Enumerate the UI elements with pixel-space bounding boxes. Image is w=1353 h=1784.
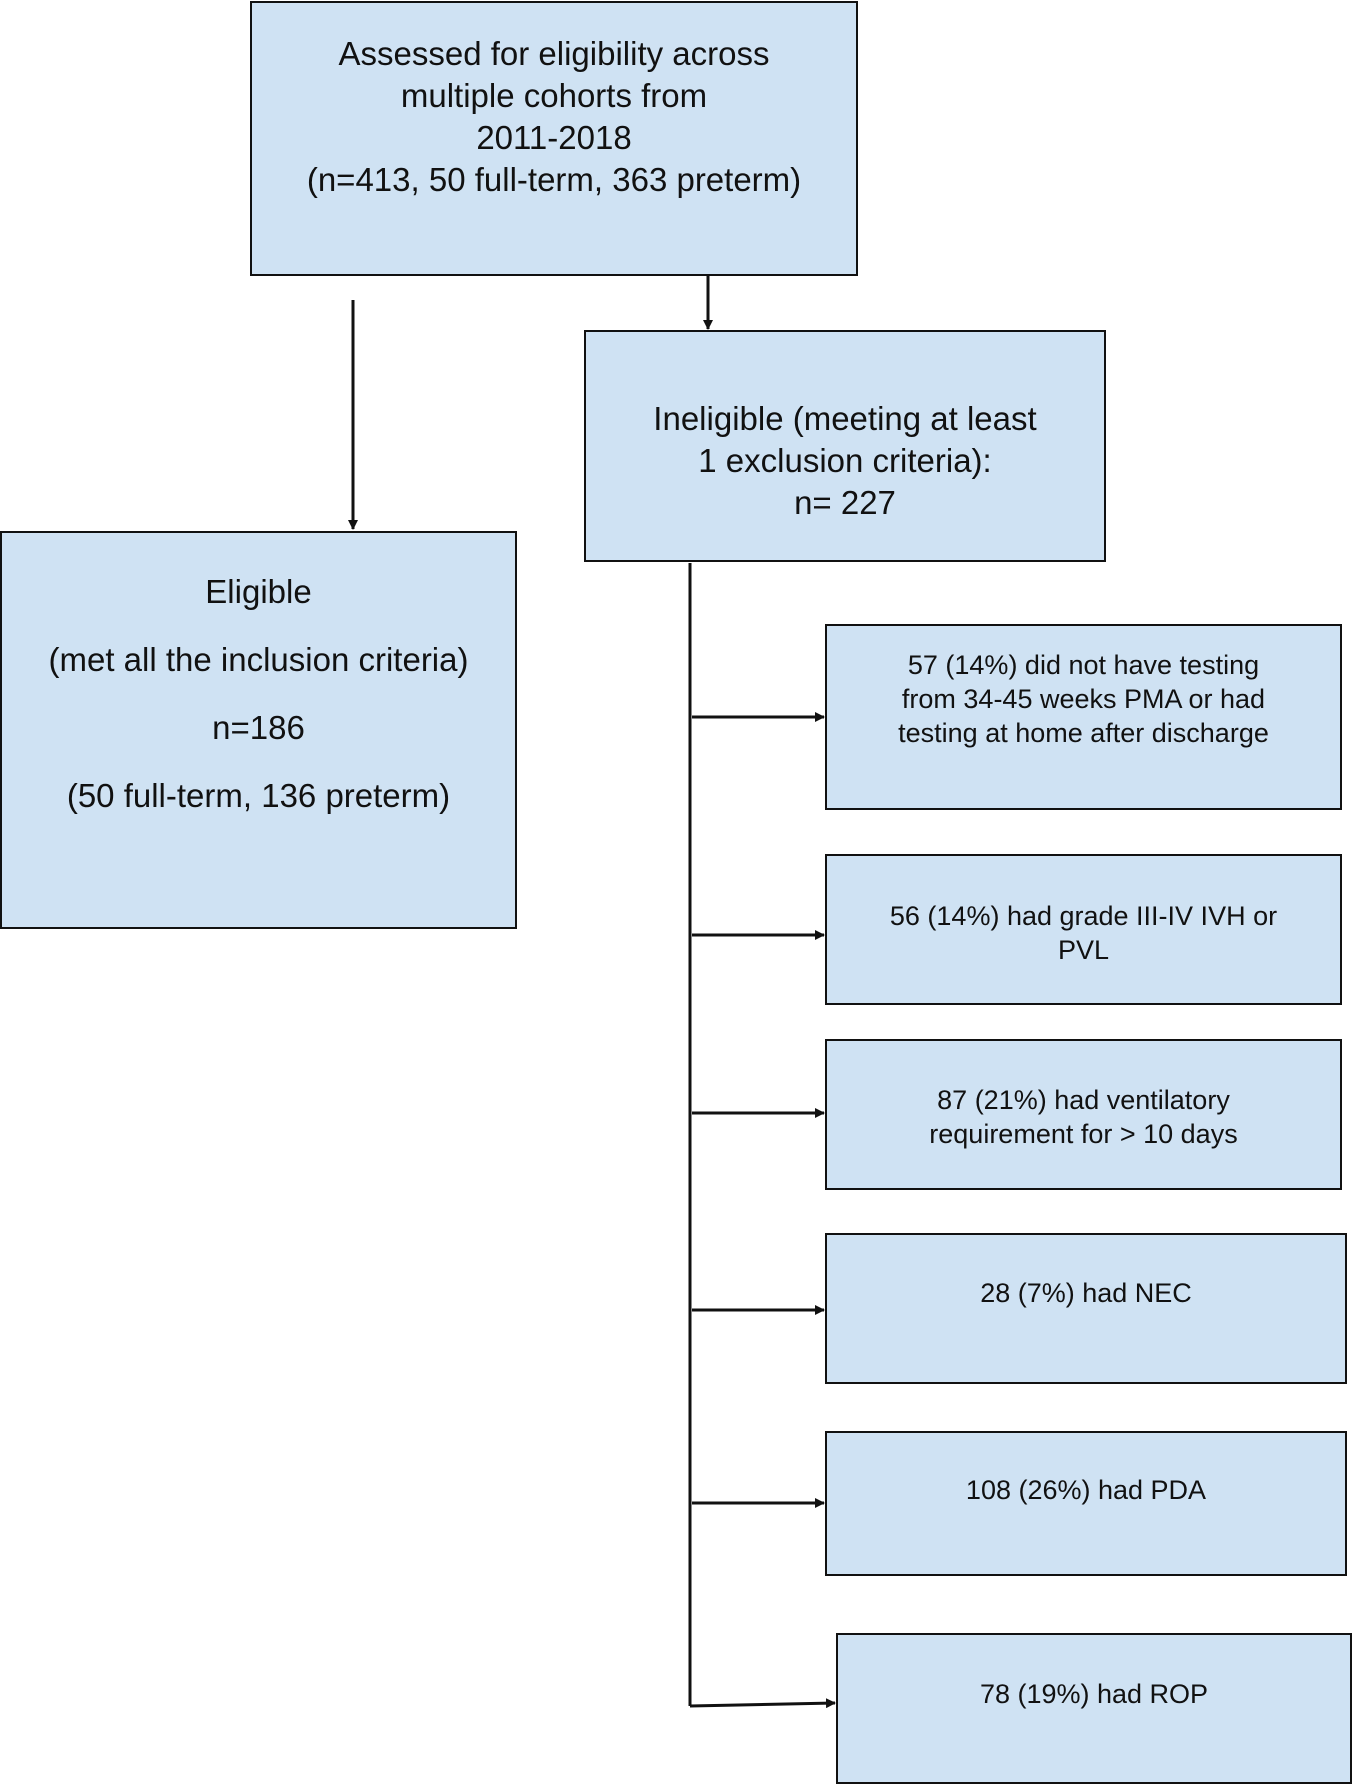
ineligible-line-3: n= 227 <box>794 484 896 521</box>
exclusion-text-rop: 78 (19%) had ROP <box>838 1677 1350 1711</box>
exclusion-text-pda: 108 (26%) had PDA <box>827 1473 1345 1507</box>
exclusion-ventilatory-line-2: requirement for > 10 days <box>929 1119 1238 1149</box>
exclusion-text-ivh: 56 (14%) had grade III-IV IVH or PVL <box>827 899 1340 967</box>
exclusion-box-ventilatory: 87 (21%) had ventilatory requirement for… <box>825 1039 1342 1190</box>
assessed-text: Assessed for eligibility across multiple… <box>252 33 856 201</box>
exclusion-box-ivh: 56 (14%) had grade III-IV IVH or PVL <box>825 854 1342 1005</box>
assessed-line-4: (n=413, 50 full-term, 363 preterm) <box>306 161 802 198</box>
exclusion-testing-line-1: 57 (14%) did not have testing <box>907 650 1260 680</box>
exclusion-box-rop: 78 (19%) had ROP <box>836 1633 1352 1784</box>
assessed-line-2: multiple cohorts from <box>400 77 708 114</box>
arrow-to-exclusion-6 <box>689 1698 836 1709</box>
exclusion-box-nec: 28 (7%) had NEC <box>825 1233 1347 1384</box>
exclusion-testing-line-2: from 34-45 weeks PMA or had <box>901 684 1266 714</box>
eligible-criteria: (met all the inclusion criteria) <box>48 641 469 678</box>
exclusion-ivh-line-2: PVL <box>1057 935 1110 965</box>
exclusion-box-testing: 57 (14%) did not have testing from 34-45… <box>825 624 1342 810</box>
exclusion-rop-line-1: 78 (19%) had ROP <box>979 1679 1209 1709</box>
assessed-box: Assessed for eligibility across multiple… <box>250 1 858 276</box>
ineligible-box: Ineligible (meeting at least 1 exclusion… <box>584 330 1106 562</box>
assessed-line-3: 2011-2018 <box>476 119 632 156</box>
exclusion-text-nec: 28 (7%) had NEC <box>827 1276 1345 1310</box>
eligible-count: n=186 <box>212 709 305 746</box>
eligible-title: Eligible <box>205 573 312 610</box>
ineligible-text: Ineligible (meeting at least 1 exclusion… <box>586 398 1104 524</box>
exclusion-box-pda: 108 (26%) had PDA <box>825 1431 1347 1576</box>
eligible-breakdown: (50 full-term, 136 preterm) <box>66 777 451 814</box>
exclusion-pda-line-1: 108 (26%) had PDA <box>965 1475 1207 1505</box>
exclusion-ventilatory-line-1: 87 (21%) had ventilatory <box>937 1085 1230 1115</box>
exclusion-text-testing: 57 (14%) did not have testing from 34-45… <box>827 648 1340 750</box>
exclusion-ivh-line-1: 56 (14%) had grade III-IV IVH or <box>889 901 1278 931</box>
exclusion-testing-line-3: testing at home after discharge <box>898 718 1269 748</box>
eligible-box: Eligible (met all the inclusion criteria… <box>0 531 517 929</box>
ineligible-line-2: 1 exclusion criteria): <box>698 442 992 479</box>
exclusion-nec-line-1: 28 (7%) had NEC <box>980 1278 1192 1308</box>
assessed-line-1: Assessed for eligibility across <box>338 35 770 72</box>
exclusion-text-ventilatory: 87 (21%) had ventilatory requirement for… <box>827 1083 1340 1151</box>
ineligible-line-1: Ineligible (meeting at least <box>653 400 1037 437</box>
